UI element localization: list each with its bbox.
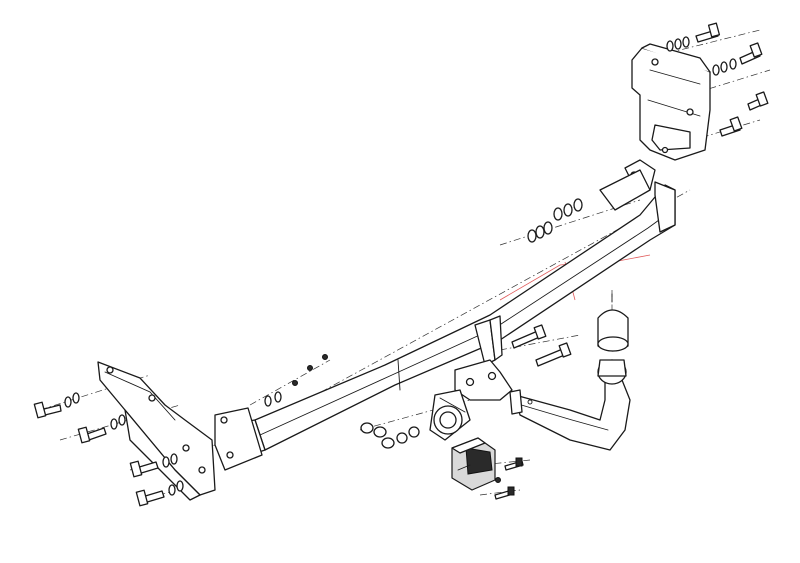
tow-ball-cap [597,293,629,352]
right-bracket-bolts [666,22,769,137]
socket-screws [494,457,524,500]
right-mounting-bracket [624,43,711,191]
cross-bar-nuts [264,198,583,407]
tow-ball-neck [509,359,631,451]
left-bracket-bolts [33,392,184,507]
cross-bar [214,169,676,471]
left-mounting-bracket [97,361,216,501]
center-bolts [511,324,572,367]
socket-plate-fasteners [360,422,420,449]
socket-plate [429,389,471,441]
electrical-socket [451,437,496,491]
